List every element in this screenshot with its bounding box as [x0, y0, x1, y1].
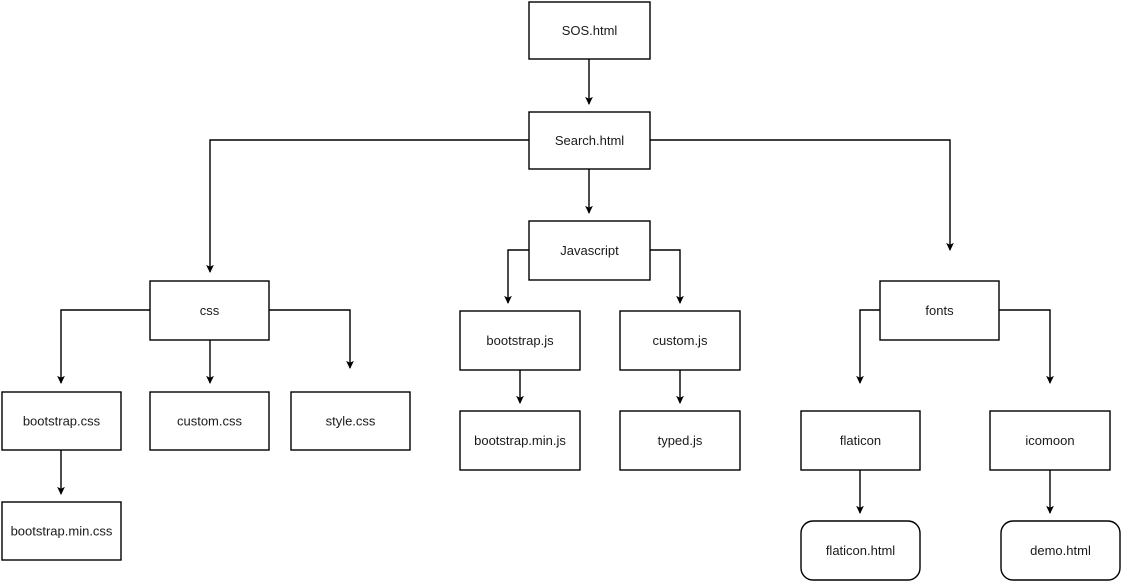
node-box-stylecss[interactable]	[290, 391, 411, 451]
node-box-css[interactable]	[149, 280, 270, 341]
node-typedjs[interactable]: typed.js	[619, 410, 741, 471]
node-demohtml[interactable]: demo.html	[1000, 520, 1121, 581]
node-box-demohtml[interactable]	[1000, 520, 1121, 581]
node-stylecss[interactable]: style.css	[290, 391, 411, 451]
node-bootstrapminjs[interactable]: bootstrap.min.js	[459, 410, 581, 471]
node-box-flaticon[interactable]	[800, 410, 921, 471]
edges-layer	[57, 59, 1054, 515]
node-box-flaticonhtml[interactable]	[800, 520, 921, 581]
edge-css-to-stylecss	[269, 309, 354, 370]
edge-fonts-to-icomoon	[999, 309, 1054, 385]
edge-search-to-css	[206, 139, 529, 274]
node-box-search[interactable]	[528, 111, 651, 170]
edge-javascript-to-customjs	[650, 249, 684, 305]
node-box-customcss[interactable]	[149, 391, 270, 451]
node-box-bootstrapmincss[interactable]	[1, 501, 122, 561]
node-box-bootstrapcss[interactable]	[1, 391, 122, 451]
edge-fonts-to-flaticon	[856, 309, 880, 385]
node-box-customjs[interactable]	[619, 310, 741, 371]
node-box-bootstrapminjs[interactable]	[459, 410, 581, 471]
node-box-typedjs[interactable]	[619, 410, 741, 471]
node-sos[interactable]: SOS.html	[528, 1, 651, 60]
node-javascript[interactable]: Javascript	[528, 220, 651, 281]
node-icomoon[interactable]: icomoon	[989, 410, 1111, 471]
node-box-fonts[interactable]	[879, 280, 1000, 341]
node-bootstrapcss[interactable]: bootstrap.css	[1, 391, 122, 451]
node-search[interactable]: Search.html	[528, 111, 651, 170]
edge-javascript-to-bootstrapjs	[504, 249, 529, 305]
node-flaticonhtml[interactable]: flaticon.html	[800, 520, 921, 581]
node-box-bootstrapjs[interactable]	[459, 310, 581, 371]
node-box-icomoon[interactable]	[989, 410, 1111, 471]
edge-search-to-fonts	[650, 139, 954, 252]
edge-css-to-bootstrapcss	[57, 309, 150, 385]
node-box-sos[interactable]	[528, 1, 651, 60]
node-fonts[interactable]: fonts	[879, 280, 1000, 341]
node-customcss[interactable]: custom.css	[149, 391, 270, 451]
node-customjs[interactable]: custom.js	[619, 310, 741, 371]
node-css[interactable]: css	[149, 280, 270, 341]
node-box-javascript[interactable]	[528, 220, 651, 281]
node-bootstrapjs[interactable]: bootstrap.js	[459, 310, 581, 371]
node-bootstrapmincss[interactable]: bootstrap.min.css	[1, 501, 122, 561]
node-flaticon[interactable]: flaticon	[800, 410, 921, 471]
